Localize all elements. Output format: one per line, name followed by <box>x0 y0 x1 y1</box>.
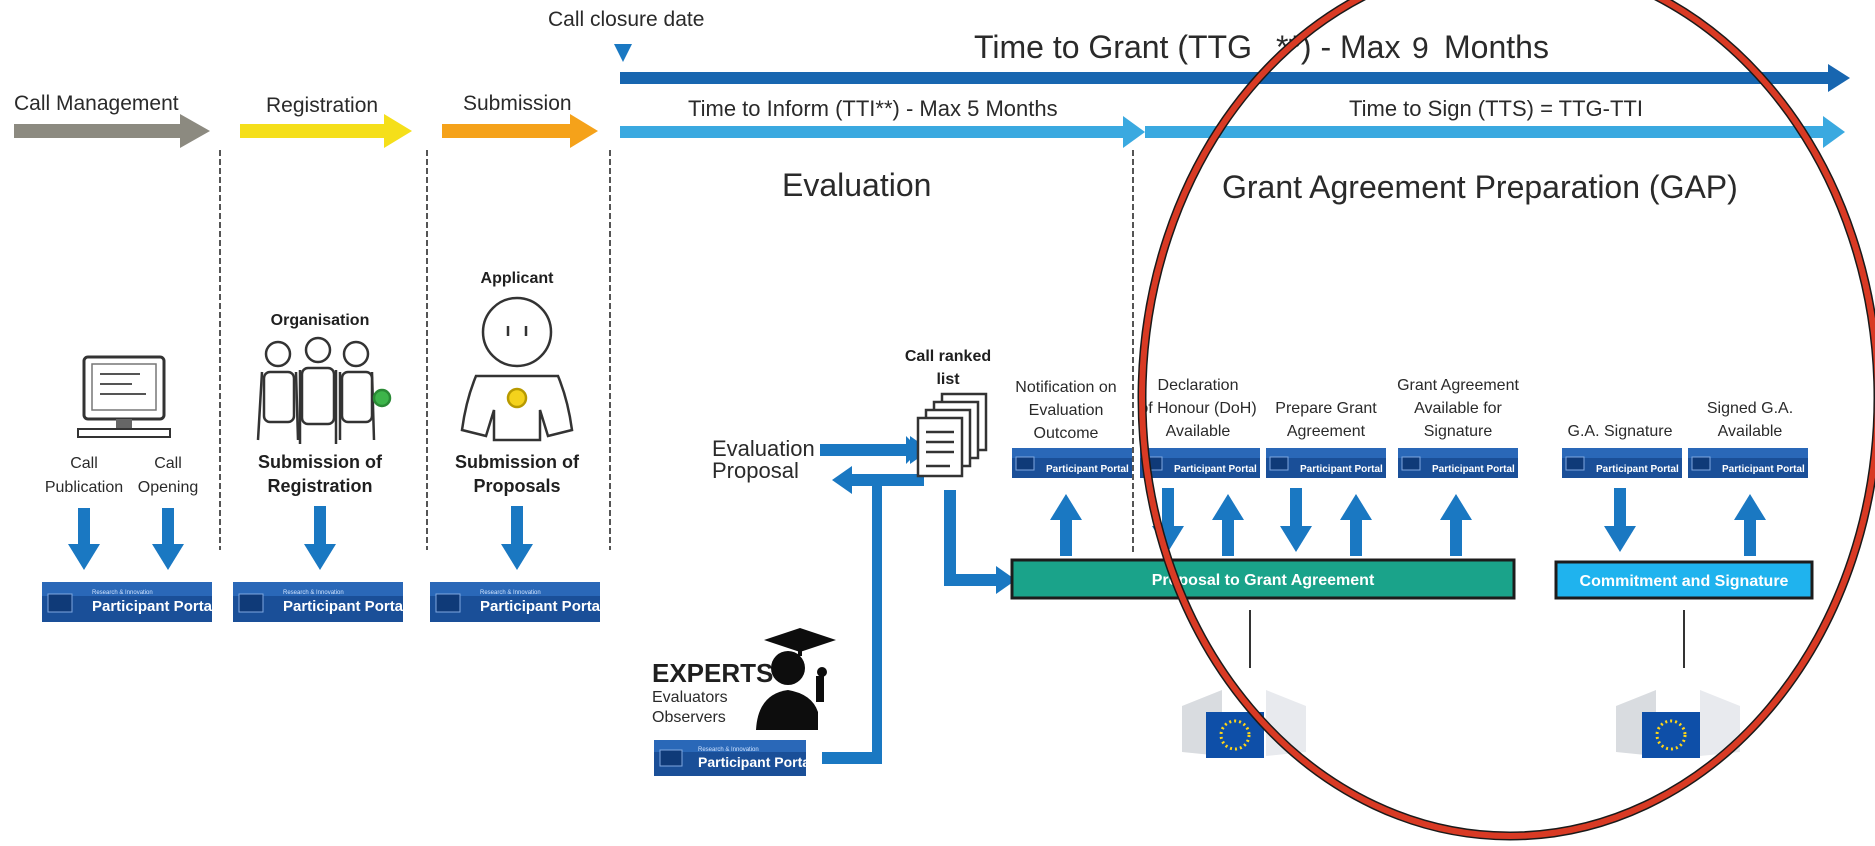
tts-arrow: Time to Sign (TTS) = TTG-TTI <box>1145 96 1845 148</box>
prepare-line1: Prepare Grant <box>1275 400 1377 417</box>
registration-submission-line1: Submission of <box>258 452 383 472</box>
ranked-to-gap-arrow <box>944 490 1016 594</box>
phase-call-management: Call Management <box>14 92 210 148</box>
svg-text:Participant Portal: Participant Portal <box>1174 464 1257 475</box>
notification-line2: Evaluation <box>1029 402 1104 419</box>
ranked-list-line1: Call ranked <box>905 348 991 365</box>
ttg-label-num: 9 <box>1412 32 1429 65</box>
applicant-person-icon <box>460 296 574 442</box>
portal-badge-signed: Participant Portal <box>1687 447 1809 479</box>
gap-portal-badges: Participant Portal Participant Portal Pa… <box>1011 447 1809 479</box>
computer-icon <box>77 355 171 438</box>
evaluation-heading: Evaluation <box>782 167 931 203</box>
ttg-label-post: Months <box>1444 29 1549 65</box>
svg-text:Research & Innovation: Research & Innovation <box>480 590 541 596</box>
svg-text:Participant Portal: Participant Portal <box>698 754 814 770</box>
available-line3: Signature <box>1424 423 1493 440</box>
portal-badge-notification: Participant Portal <box>1011 447 1133 479</box>
tti-arrow: Time to Inform (TTI**) - Max 5 Months <box>620 96 1145 148</box>
document-stack-icon <box>916 392 988 478</box>
experts-label: EXPERTS <box>652 658 773 688</box>
down-arrow-applicant <box>501 506 533 570</box>
call-publication-line2: Publication <box>45 479 123 496</box>
call-management-label: Call Management <box>14 92 179 115</box>
tts-label: Time to Sign (TTS) = TTG-TTI <box>1349 96 1643 121</box>
svg-text:Participant Portal: Participant Portal <box>92 598 216 615</box>
svg-text:Participant Portal: Participant Portal <box>1300 464 1383 475</box>
doh-line3: Available <box>1166 423 1231 440</box>
registration-submission-line2: Registration <box>267 476 372 496</box>
svg-text:Participant Portal: Participant Portal <box>1596 464 1679 475</box>
svg-text:Participant Portal: Participant Portal <box>1722 464 1805 475</box>
observers-label: Observers <box>652 709 726 726</box>
svg-text:Research & Innovation: Research & Innovation <box>698 747 759 753</box>
connector-lines <box>1249 610 1685 668</box>
svg-text:Participant Portal: Participant Portal <box>480 598 604 615</box>
signed-line1: Signed G.A. <box>1707 400 1793 417</box>
signed-line2: Available <box>1718 423 1783 440</box>
organisation-people-icon <box>256 336 392 444</box>
signature-line1: G.A. Signature <box>1568 423 1673 440</box>
organisation-heading: Organisation <box>271 312 370 329</box>
portal-badge-applicant: Research & Innovation Participant Portal <box>429 581 604 623</box>
call-opening-line1: Call <box>154 455 182 472</box>
evaluators-label: Evaluators <box>652 689 728 706</box>
ttg-label-pre: Time to Grant (TTG <box>974 29 1252 65</box>
evaluation-proposal-line1: Evaluation <box>712 436 815 461</box>
registration-label: Registration <box>266 94 378 117</box>
doh-line1: Declaration <box>1158 377 1239 394</box>
svg-text:Time to Grant (TTG: Time to Grant (TTG <box>974 29 1252 65</box>
proposal-arrows <box>820 436 930 764</box>
closure-triangle-icon <box>614 44 632 62</box>
gap-step-labels: Notification on Evaluation Outcome Decla… <box>1015 377 1793 442</box>
applicant-heading: Applicant <box>481 270 555 287</box>
eu-building-icon-2 <box>1616 690 1740 758</box>
phase-dividers <box>219 150 1134 552</box>
highlight-ellipse-red <box>1139 0 1875 839</box>
svg-text:Participant Portal: Participant Portal <box>1432 464 1515 475</box>
portal-badge-experts: Research & Innovation Participant Portal <box>654 740 814 776</box>
call-closure-marker: Call closure date <box>548 8 704 62</box>
phase-registration: Registration <box>240 94 412 148</box>
svg-text:Research & Innovation: Research & Innovation <box>92 590 153 596</box>
ttg-arrow: Time to Grant (TTG **) - Max 9 Months <box>620 29 1850 92</box>
notification-line3: Outcome <box>1034 425 1099 442</box>
portal-badge-available: Participant Portal <box>1397 447 1519 479</box>
svg-text:Participant Portal: Participant Portal <box>283 598 407 615</box>
applicant-submission-line1: Submission of <box>455 452 580 472</box>
phase-submission: Submission <box>442 92 598 148</box>
prepare-line2: Agreement <box>1287 423 1366 440</box>
doh-line2: of Honour (DoH) <box>1139 400 1256 417</box>
call-publication-line1: Call <box>70 455 98 472</box>
down-arrow-registration <box>304 506 336 570</box>
gap-heading: Grant Agreement Preparation (GAP) <box>1222 169 1738 205</box>
available-line2: Available for <box>1414 400 1502 417</box>
gap-arrows <box>1050 488 1766 556</box>
commitment-bar: Commitment and Signature <box>1554 560 1814 600</box>
call-closure-label: Call closure date <box>548 8 704 31</box>
down-arrows-call <box>68 508 184 570</box>
proposal-to-ga-bar: Proposal to Grant Agreement <box>1010 558 1516 600</box>
submission-label: Submission <box>463 92 572 115</box>
svg-text:Participant Portal: Participant Portal <box>1046 464 1129 475</box>
notification-line1: Notification on <box>1015 379 1116 396</box>
portal-badge-call: Research & Innovation Participant Portal <box>41 581 216 623</box>
applicant-submission-line2: Proposals <box>473 476 560 496</box>
evaluation-proposal-line2: Proposal <box>712 458 799 483</box>
call-opening-line2: Opening <box>138 479 199 496</box>
svg-text:Commitment and Signature: Commitment and Signature <box>1580 573 1789 590</box>
available-line1: Grant Agreement <box>1397 377 1519 394</box>
ranked-list-line2: list <box>936 371 960 388</box>
tti-label: Time to Inform (TTI**) - Max 5 Months <box>688 96 1058 121</box>
ttg-label-hidden: **) - Max <box>1276 29 1400 65</box>
svg-text:Research & Innovation: Research & Innovation <box>283 590 344 596</box>
portal-badge-registration: Research & Innovation Participant Portal <box>232 581 407 623</box>
portal-badge-signature: Participant Portal <box>1561 447 1683 479</box>
graduate-expert-icon <box>756 628 836 730</box>
svg-text:Proposal to Grant Agreement: Proposal to Grant Agreement <box>1152 572 1375 589</box>
portal-badge-prepare: Participant Portal <box>1265 447 1387 479</box>
portal-badge-doh: Participant Portal <box>1139 447 1261 479</box>
